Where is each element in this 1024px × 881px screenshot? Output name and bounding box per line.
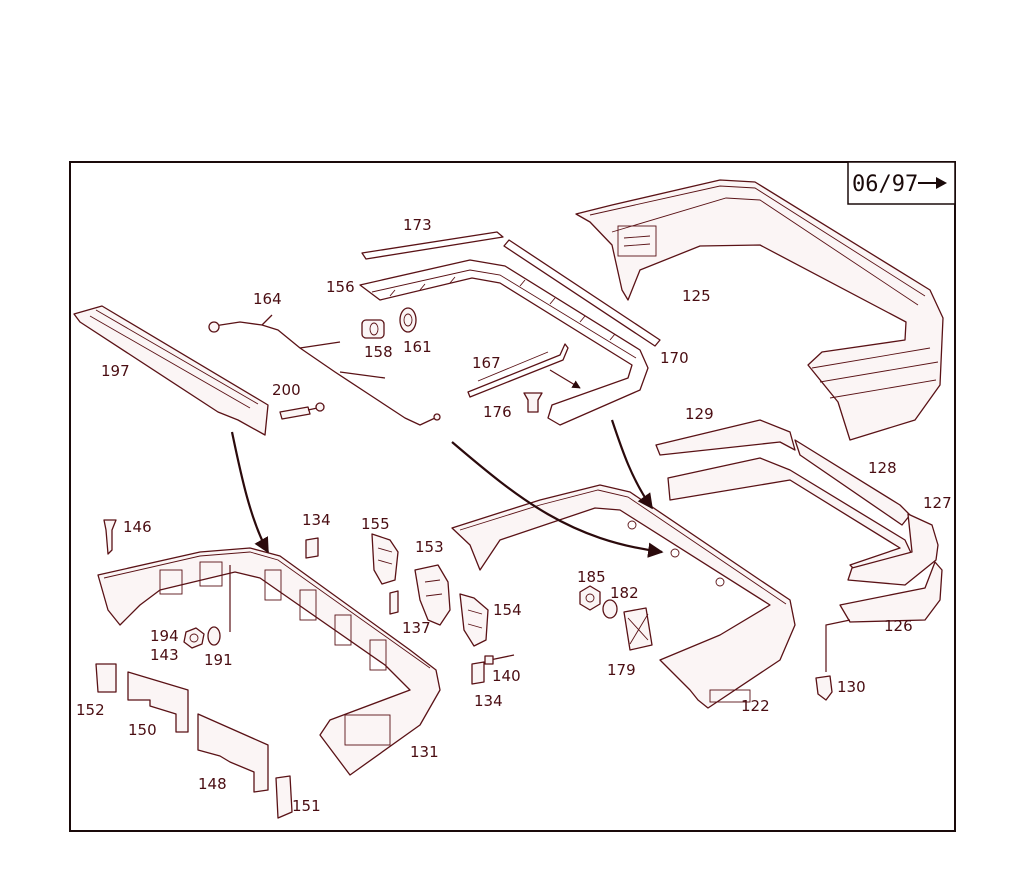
- part-191-washer: [207, 626, 221, 646]
- label-161: 161: [403, 338, 432, 356]
- label-179: 179: [607, 661, 636, 679]
- label-173: 173: [403, 216, 432, 234]
- label-176: 176: [483, 403, 512, 421]
- label-154: 154: [493, 601, 522, 619]
- part-152-block: [95, 663, 117, 693]
- part-194-nut: [183, 627, 205, 649]
- part-127-end: [847, 513, 939, 586]
- part-173-trim-strip: [361, 231, 661, 347]
- label-151: 151: [292, 797, 321, 815]
- label-185: 185: [577, 568, 606, 586]
- part-130-clip: [815, 675, 833, 701]
- part-126-strip: [839, 561, 943, 623]
- assembly-arrow-197: [230, 431, 269, 554]
- label-167: 167: [472, 354, 501, 372]
- label-182: 182: [610, 584, 639, 602]
- part-179-reflector: [623, 607, 653, 651]
- assembly-arrow-164: [451, 441, 664, 558]
- label-200: 200: [272, 381, 301, 399]
- part-140-screw: [484, 654, 515, 665]
- part-148-absorber: [197, 713, 269, 793]
- label-127: 127: [923, 494, 952, 512]
- label-125: 125: [682, 287, 711, 305]
- part-200-screw: [279, 402, 325, 420]
- label-131: 131: [410, 743, 439, 761]
- assembly-arrow-156: [610, 419, 653, 510]
- label-155: 155: [361, 515, 390, 533]
- part-161-grommet: [399, 307, 417, 333]
- label-129: 129: [685, 405, 714, 423]
- part-182-washer: [602, 599, 618, 619]
- part-155-bracket: [371, 533, 399, 585]
- diagram-frame: [69, 161, 956, 832]
- label-194: 194: [150, 627, 179, 645]
- label-158: 158: [364, 343, 393, 361]
- part-137-clip: [389, 590, 399, 615]
- label-130: 130: [837, 678, 866, 696]
- label-137: 137: [402, 619, 431, 637]
- part-150-absorber: [127, 671, 189, 733]
- label-143: 143: [150, 646, 179, 664]
- right-arrow-icon: [918, 177, 947, 189]
- part-176-clip: [523, 392, 543, 413]
- part-134-bracket-a: [305, 537, 319, 559]
- part-156-frame: [359, 259, 649, 426]
- part-154-bracket: [459, 593, 489, 647]
- label-156: 156: [326, 278, 355, 296]
- label-153: 153: [415, 538, 444, 556]
- label-191: 191: [204, 651, 233, 669]
- part-158-sleeve: [361, 319, 385, 339]
- part-167-rod: [467, 343, 569, 398]
- leader-arrow-170: [549, 369, 581, 389]
- label-164: 164: [253, 290, 282, 308]
- part-131-bumper: [97, 547, 441, 776]
- date-badge: 06/97: [847, 161, 956, 205]
- label-148: 148: [198, 775, 227, 793]
- part-125-bumper-cover: [575, 179, 944, 441]
- part-127-strip: [794, 439, 911, 526]
- leader-130: [825, 619, 851, 672]
- part-185-nut: [579, 585, 601, 611]
- label-146: 146: [123, 518, 152, 536]
- label-170: 170: [660, 349, 689, 367]
- label-128: 128: [868, 459, 897, 477]
- part-134-bracket-b: [471, 661, 485, 685]
- label-197: 197: [101, 362, 130, 380]
- part-129-strip: [655, 419, 796, 456]
- part-151-block: [275, 775, 293, 819]
- label-134-b: 134: [474, 692, 503, 710]
- label-140: 140: [492, 667, 521, 685]
- label-126: 126: [884, 617, 913, 635]
- date-badge-text: 06/97: [852, 172, 918, 197]
- part-146-clip: [103, 519, 117, 555]
- label-134-a: 134: [302, 511, 331, 529]
- label-152: 152: [76, 701, 105, 719]
- part-164-wiring: [208, 314, 441, 426]
- part-197-trim: [73, 305, 269, 436]
- part-153-bracket: [414, 564, 451, 626]
- label-150: 150: [128, 721, 157, 739]
- label-122: 122: [741, 697, 770, 715]
